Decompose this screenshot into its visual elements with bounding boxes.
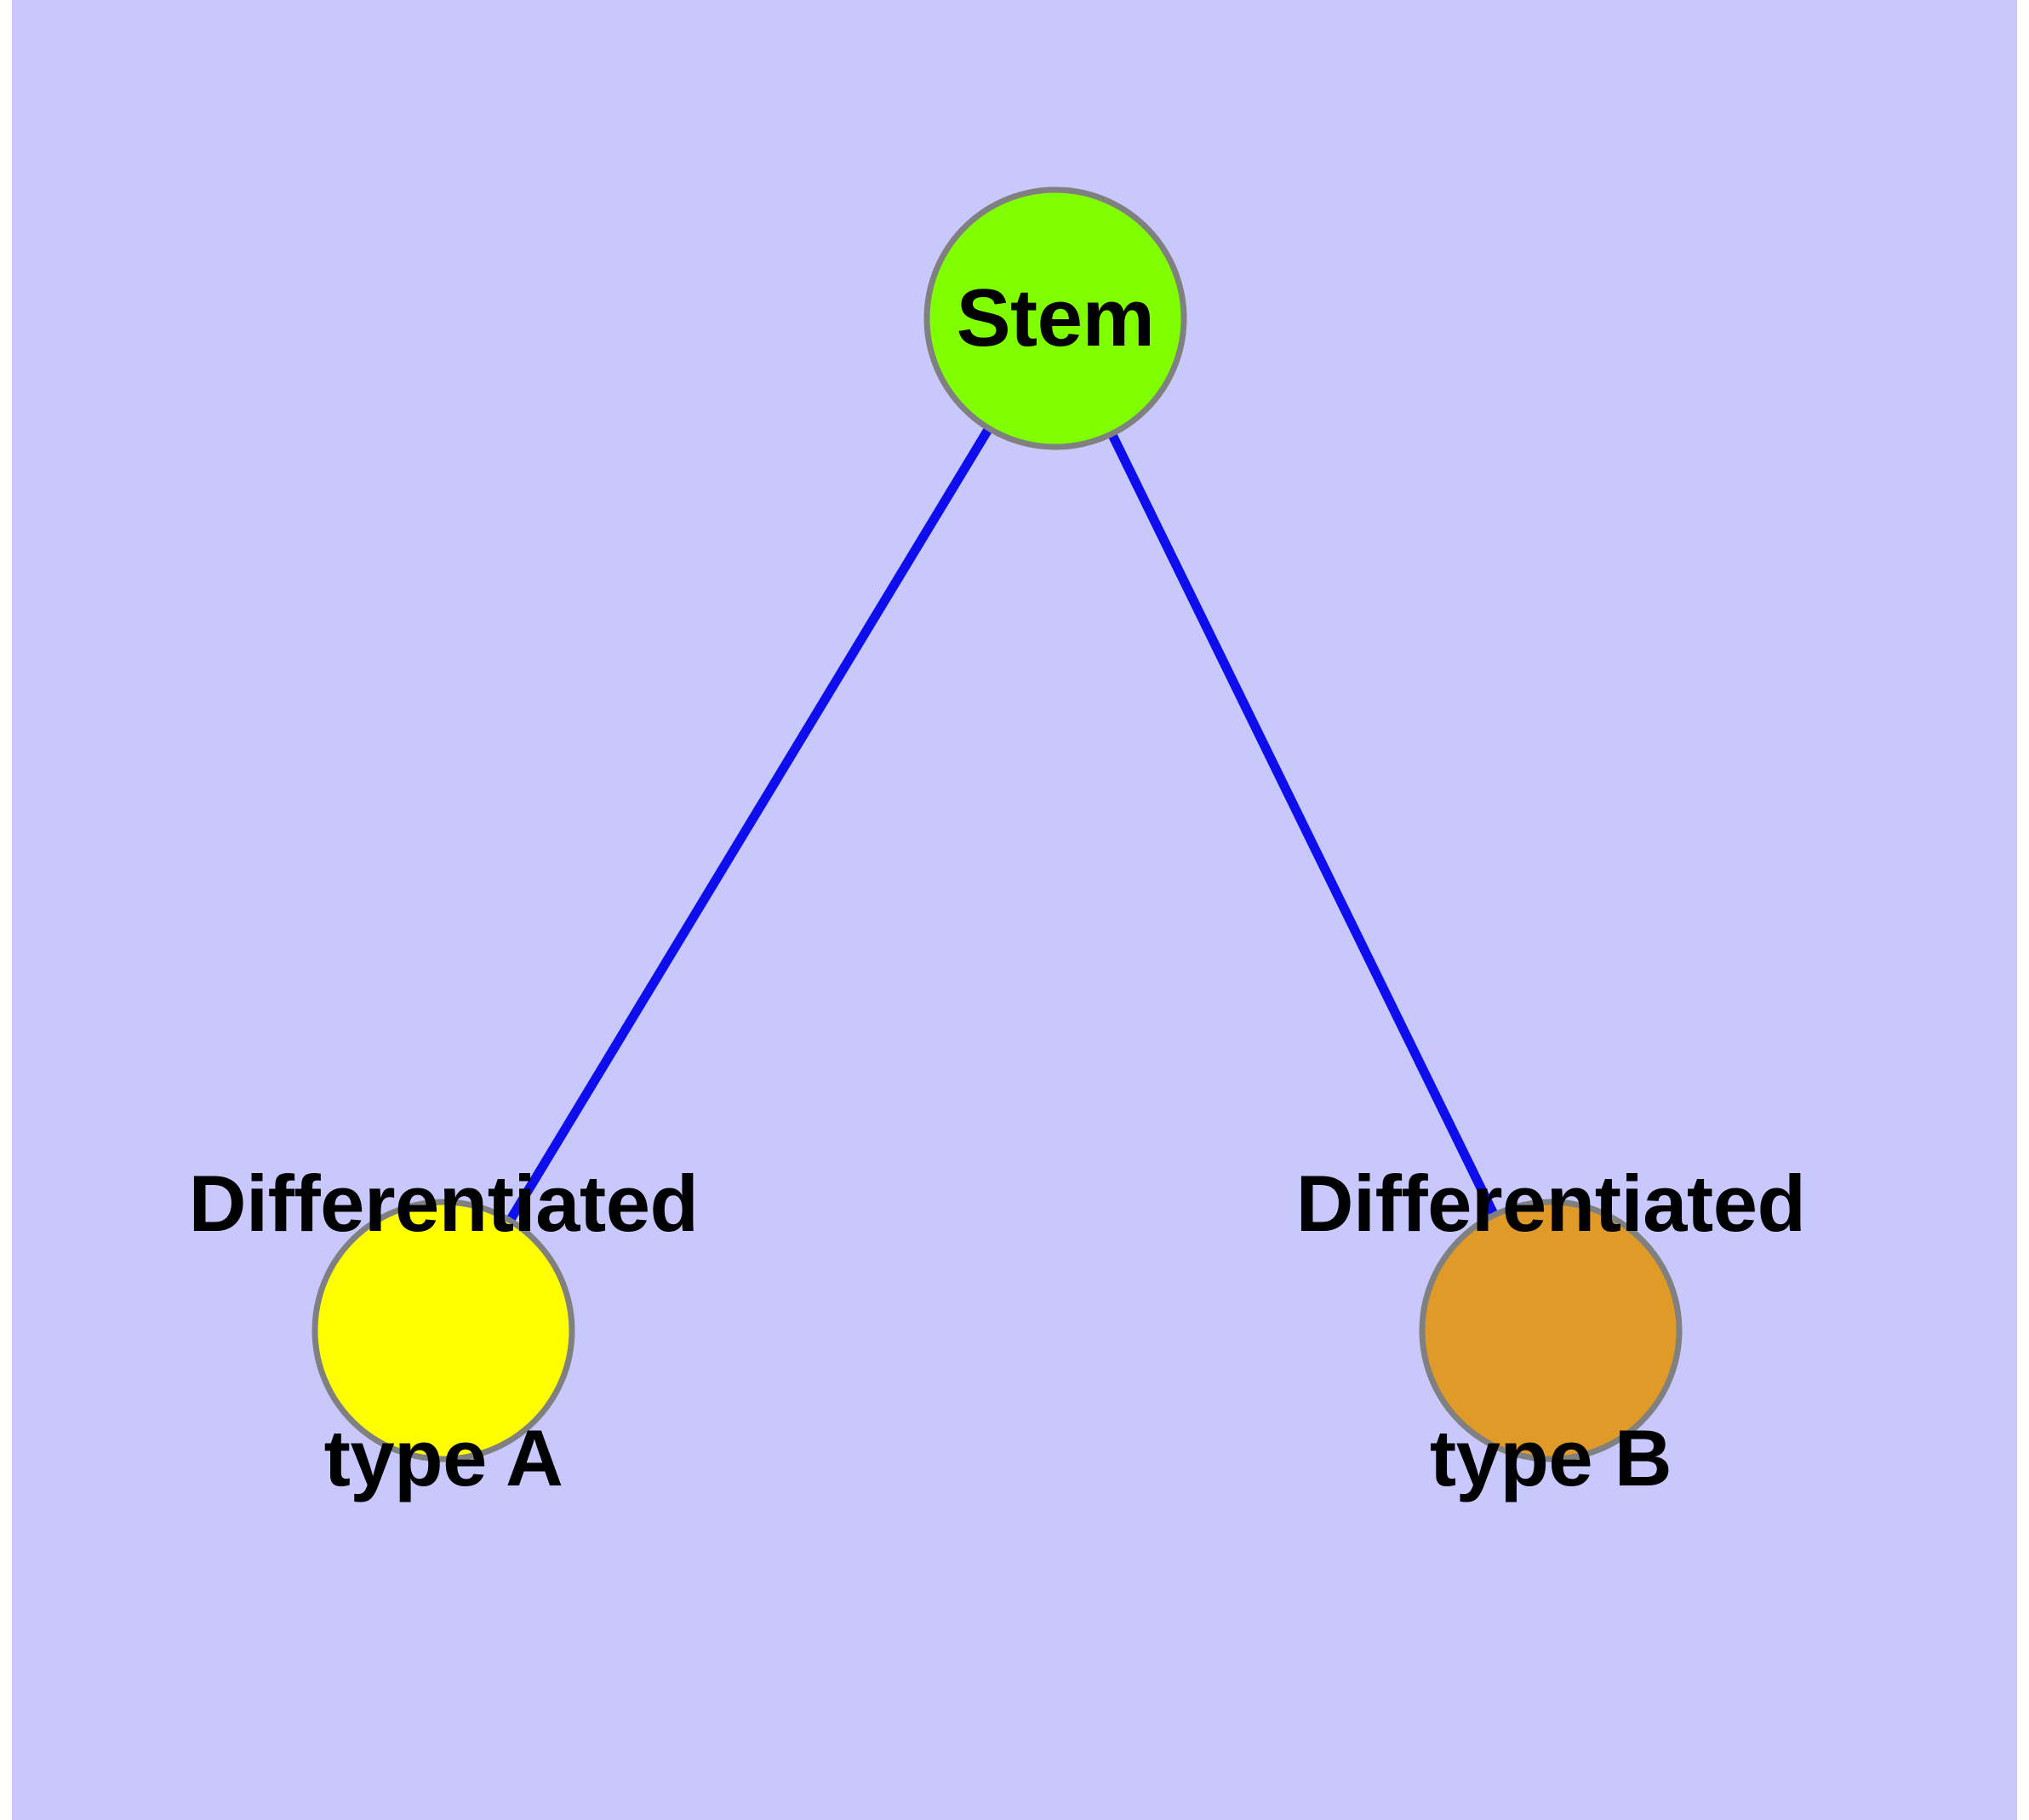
edge-stem-to-differentiated-b[interactable] <box>1051 316 1555 1333</box>
edge-layer <box>439 316 1555 1333</box>
node-layer <box>311 186 1683 1462</box>
node-stem[interactable] <box>923 186 1187 450</box>
node-differentiated-type-a[interactable] <box>311 1199 575 1462</box>
node-differentiated-type-b[interactable] <box>1419 1199 1683 1462</box>
edge-stem-to-differentiated-a[interactable] <box>439 316 1060 1333</box>
